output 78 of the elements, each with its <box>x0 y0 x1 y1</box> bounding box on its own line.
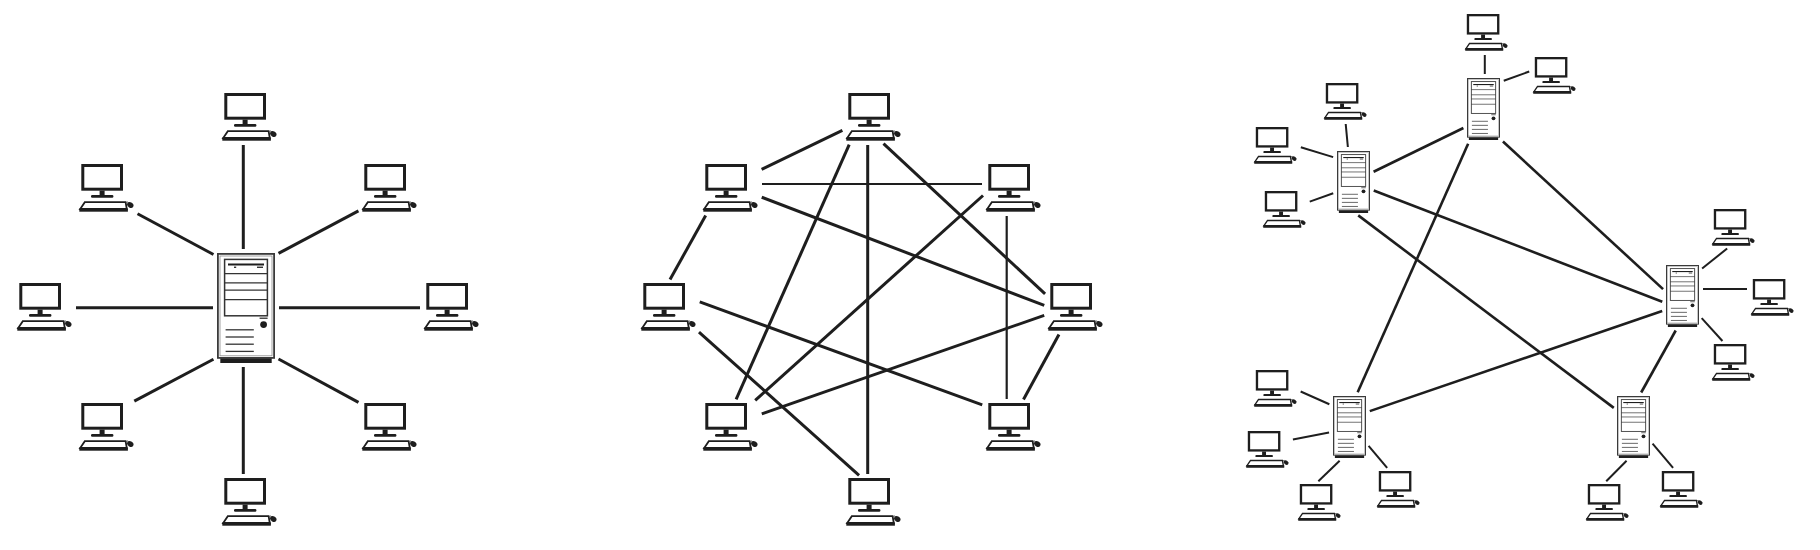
network-link <box>1299 390 1331 406</box>
network-link <box>762 182 982 186</box>
server-tower-icon <box>1617 396 1650 458</box>
desktop-computer-icon <box>1246 431 1289 468</box>
desktop-computer-icon <box>986 403 1041 451</box>
desktop-computer-icon <box>1254 370 1297 407</box>
network-link <box>1483 54 1486 75</box>
network-link <box>1005 216 1008 399</box>
network-link <box>1651 442 1675 469</box>
desktop-computer-icon <box>1254 127 1297 164</box>
desktop-computer-icon <box>79 403 134 451</box>
desktop-computer-icon <box>362 164 417 212</box>
desktop-computer-icon <box>1586 484 1629 521</box>
network-link <box>1700 317 1724 343</box>
desktop-computer-icon <box>362 403 417 451</box>
network-link <box>279 306 420 310</box>
network-link <box>1373 126 1464 173</box>
network-link <box>277 209 360 255</box>
network-link <box>882 142 1047 295</box>
network-link <box>754 194 985 402</box>
network-link <box>241 367 245 474</box>
desktop-computer-icon <box>1377 471 1420 508</box>
network-link <box>760 129 844 171</box>
desktop-computer-icon <box>17 283 72 331</box>
network-link <box>277 357 360 404</box>
desktop-computer-icon <box>1298 484 1341 521</box>
desktop-computer-icon <box>703 164 758 212</box>
desktop-computer-icon <box>1048 283 1103 331</box>
desktop-computer-icon <box>703 403 758 451</box>
network-link <box>1502 70 1531 82</box>
desktop-computer-icon <box>1751 279 1794 316</box>
desktop-computer-icon <box>1533 57 1576 94</box>
network-link <box>1308 192 1335 203</box>
network-link <box>241 145 245 249</box>
network-link <box>1344 123 1349 148</box>
server-tower-icon <box>1666 265 1699 327</box>
network-link <box>699 300 983 407</box>
desktop-computer-icon <box>641 283 696 331</box>
server-tower-icon <box>1337 151 1370 213</box>
desktop-computer-icon <box>1712 344 1755 381</box>
network-link <box>1357 214 1615 409</box>
network-link <box>1605 459 1628 483</box>
network-link <box>1367 444 1389 469</box>
network-link <box>1640 329 1677 394</box>
network-link <box>761 313 1045 416</box>
network-link <box>136 212 215 256</box>
server-tower-icon <box>1333 396 1366 458</box>
desktop-computer-icon <box>424 283 479 331</box>
network-link <box>734 144 851 400</box>
network-link <box>697 330 861 477</box>
server-tower-icon <box>217 253 275 363</box>
network-link <box>1701 247 1729 270</box>
desktop-computer-icon <box>1263 191 1306 228</box>
desktop-computer-icon <box>222 478 277 526</box>
network-link <box>1317 459 1341 483</box>
network-link <box>1022 333 1061 401</box>
desktop-computer-icon <box>1712 209 1755 246</box>
desktop-computer-icon <box>1324 83 1367 120</box>
network-link <box>1373 189 1663 303</box>
network-link <box>1291 431 1331 441</box>
network-link <box>133 357 215 403</box>
desktop-computer-icon <box>222 93 277 141</box>
network-link <box>668 214 707 281</box>
network-link <box>1356 143 1470 393</box>
desktop-computer-icon <box>1465 14 1508 51</box>
network-link <box>866 145 870 474</box>
network-link <box>761 195 1045 307</box>
network-link <box>1299 146 1335 159</box>
desktop-computer-icon <box>986 164 1041 212</box>
desktop-computer-icon <box>846 478 901 526</box>
network-link <box>1369 309 1663 413</box>
network-link <box>1502 140 1664 291</box>
network-link <box>1702 287 1748 290</box>
desktop-computer-icon <box>846 93 901 141</box>
network-link <box>76 306 213 310</box>
desktop-computer-icon <box>79 164 134 212</box>
server-tower-icon <box>1467 78 1500 140</box>
desktop-computer-icon <box>1660 471 1703 508</box>
